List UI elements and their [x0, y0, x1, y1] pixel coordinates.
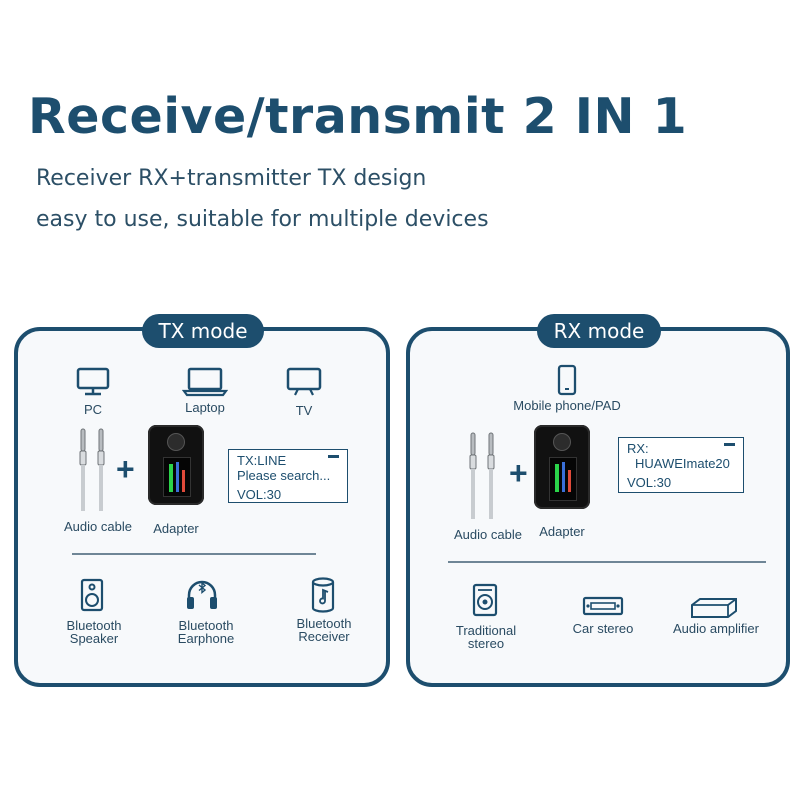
output-label-speaker: Bluetooth Speaker	[58, 619, 130, 645]
tx-mode-badge: TX mode	[142, 314, 264, 348]
stereo-speaker-icon	[472, 583, 498, 617]
page-title: Receive/transmit 2 IN 1	[28, 88, 688, 145]
rx-screen-display: RX: HUAWEImate20 VOL:30	[618, 437, 744, 493]
adapter-button	[167, 433, 185, 451]
adapter-device	[534, 425, 590, 509]
mobile-phone-icon	[557, 364, 577, 396]
device-label-mobile: Mobile phone/PAD	[513, 398, 621, 413]
adapter-display	[549, 457, 577, 501]
output-label-line: Bluetooth	[66, 618, 122, 633]
divider	[72, 553, 316, 555]
audio-cable-icon	[469, 432, 495, 519]
screen-line-3: VOL:30	[237, 487, 282, 502]
adapter-label: Adapter	[539, 524, 585, 539]
screen-line-2: Please search...	[237, 468, 331, 483]
adapter-label: Adapter	[153, 521, 199, 536]
subtitle-line-1: Receiver RX+transmitter TX design	[36, 166, 427, 191]
screen-indicator	[328, 455, 339, 458]
rx-mode-badge: RX mode	[537, 314, 661, 348]
adapter-display	[163, 457, 191, 497]
tx-screen-display: TX:LINE Please search... VOL:30	[228, 449, 348, 503]
output-label-amplifier: Audio amplifier	[673, 621, 759, 636]
plus-sign: +	[509, 455, 528, 491]
audio-cable-label: Audio cable	[454, 527, 522, 542]
plus-sign: +	[116, 451, 135, 487]
device-label-laptop: Laptop	[185, 400, 225, 415]
output-label-line: Bluetooth	[178, 618, 234, 633]
adapter-button	[553, 433, 571, 451]
device-label-tv: TV	[295, 403, 313, 418]
output-label-earphone: Bluetooth Earphone	[168, 619, 244, 645]
screen-line-1: RX:	[627, 441, 649, 456]
output-label-line: Bluetooth	[296, 616, 352, 631]
output-label-line: Receiver	[298, 629, 350, 644]
divider	[448, 561, 766, 563]
output-label-line: Speaker	[69, 631, 119, 646]
tx-mode-panel: TX mode PC Laptop TV + Audio cable Adapt	[14, 314, 390, 687]
audio-amplifier-icon	[691, 598, 737, 618]
screen-line-2: HUAWEImate20	[635, 456, 730, 471]
pc-icon	[76, 367, 110, 396]
rx-mode-panel: RX mode Mobile phone/PAD + Audio cable A…	[406, 314, 790, 687]
subtitle-line-2: easy to use, suitable for multiple devic…	[36, 207, 489, 232]
screen-line-1: TX:LINE	[237, 453, 287, 468]
output-label-car-stereo: Car stereo	[572, 621, 634, 636]
output-label-stereo: Traditional stereo	[446, 624, 526, 650]
bluetooth-receiver-icon	[311, 577, 335, 613]
audio-cable-icon	[79, 428, 105, 511]
adapter-device	[148, 425, 204, 505]
output-label-receiver: Bluetooth Receiver	[286, 617, 362, 643]
output-label-line: Earphone	[177, 631, 235, 646]
screen-line-3: VOL:30	[627, 475, 672, 490]
headphones-icon	[187, 580, 217, 609]
output-label-line: Traditional	[455, 623, 517, 638]
car-stereo-icon	[582, 596, 624, 616]
audio-cable-label: Audio cable	[64, 519, 132, 534]
screen-indicator	[724, 443, 735, 446]
output-label-line: stereo	[467, 636, 505, 651]
laptop-icon	[182, 367, 228, 397]
device-label-pc: PC	[83, 402, 103, 417]
tv-icon	[286, 367, 322, 396]
speaker-icon	[80, 578, 104, 612]
